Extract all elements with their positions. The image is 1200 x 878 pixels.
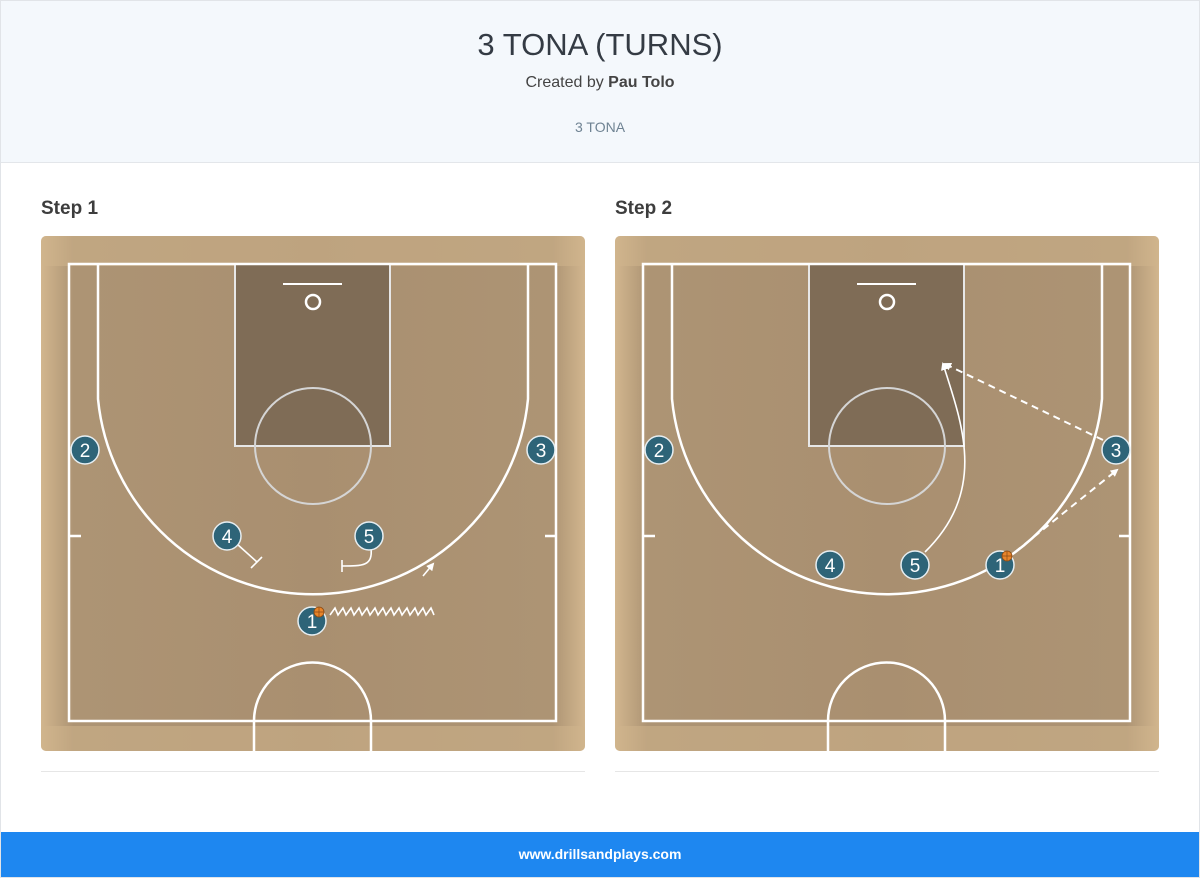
svg-text:1: 1 [307, 612, 318, 633]
svg-text:1: 1 [995, 556, 1006, 577]
player-5[interactable]: 5 [354, 521, 384, 551]
drill-header: 3 TONA (TURNS) Created by Pau Tolo 3 TON… [1, 1, 1199, 163]
player-1[interactable]: 1 [297, 606, 327, 636]
step-1-label: Step 1 [41, 198, 99, 219]
svg-text:2: 2 [654, 441, 665, 462]
center-circle [252, 661, 373, 751]
author-name[interactable]: Pau Tolo [608, 74, 675, 91]
basket [304, 293, 322, 311]
site-footer: www.drillsandplays.com [1, 832, 1199, 877]
player-2[interactable]: 2 [70, 435, 100, 465]
step-2-court: 2 3 4 5 1 [615, 236, 1159, 751]
svg-text:3: 3 [536, 441, 547, 462]
drill-tag[interactable]: 3 TONA [574, 119, 626, 135]
player-5[interactable]: 5 [900, 550, 930, 580]
dribble-path [329, 606, 435, 617]
svg-text:5: 5 [364, 527, 375, 548]
court-boundary [641, 262, 1132, 723]
cut-5-to-basket [924, 362, 966, 553]
svg-text:2: 2 [80, 441, 91, 462]
screen-line-5 [341, 547, 372, 572]
center-circle [826, 661, 947, 751]
step-2-divider [615, 771, 1159, 772]
court-floor [41, 236, 585, 751]
player-3[interactable]: 3 [526, 435, 556, 465]
paint-area [234, 263, 391, 447]
player-4[interactable]: 4 [212, 521, 242, 551]
pass-3-to-5 [943, 362, 1104, 441]
player-4[interactable]: 4 [815, 550, 845, 580]
svg-text:3: 3 [1111, 441, 1122, 462]
svg-text:5: 5 [910, 556, 921, 577]
player-3[interactable]: 3 [1101, 435, 1131, 465]
pass-1-to-3 [1014, 468, 1119, 553]
author-line: Created by Pau Tolo [1, 74, 1199, 92]
free-throw-circle [828, 387, 946, 505]
step-1-court: 2 3 4 5 1 [41, 236, 585, 751]
created-by-label: Created by [525, 74, 604, 91]
step-2-label: Step 2 [615, 198, 673, 219]
court-floor [615, 236, 1159, 751]
step-1-divider [41, 771, 585, 772]
free-throw-circle [254, 387, 372, 505]
three-point-line [96, 264, 530, 596]
basket [878, 293, 896, 311]
three-point-line [670, 264, 1104, 596]
drill-title: 3 TONA (TURNS) [477, 27, 723, 62]
player-2[interactable]: 2 [644, 435, 674, 465]
footer-link[interactable]: www.drillsandplays.com [518, 846, 682, 862]
screen-line-4 [236, 543, 263, 569]
svg-text:4: 4 [222, 527, 233, 548]
court-boundary [67, 262, 558, 723]
basketball-icon [1001, 550, 1013, 562]
basketball-icon [313, 606, 325, 618]
paint-area [808, 263, 965, 447]
player-1[interactable]: 1 [985, 550, 1015, 580]
svg-text:4: 4 [825, 556, 836, 577]
